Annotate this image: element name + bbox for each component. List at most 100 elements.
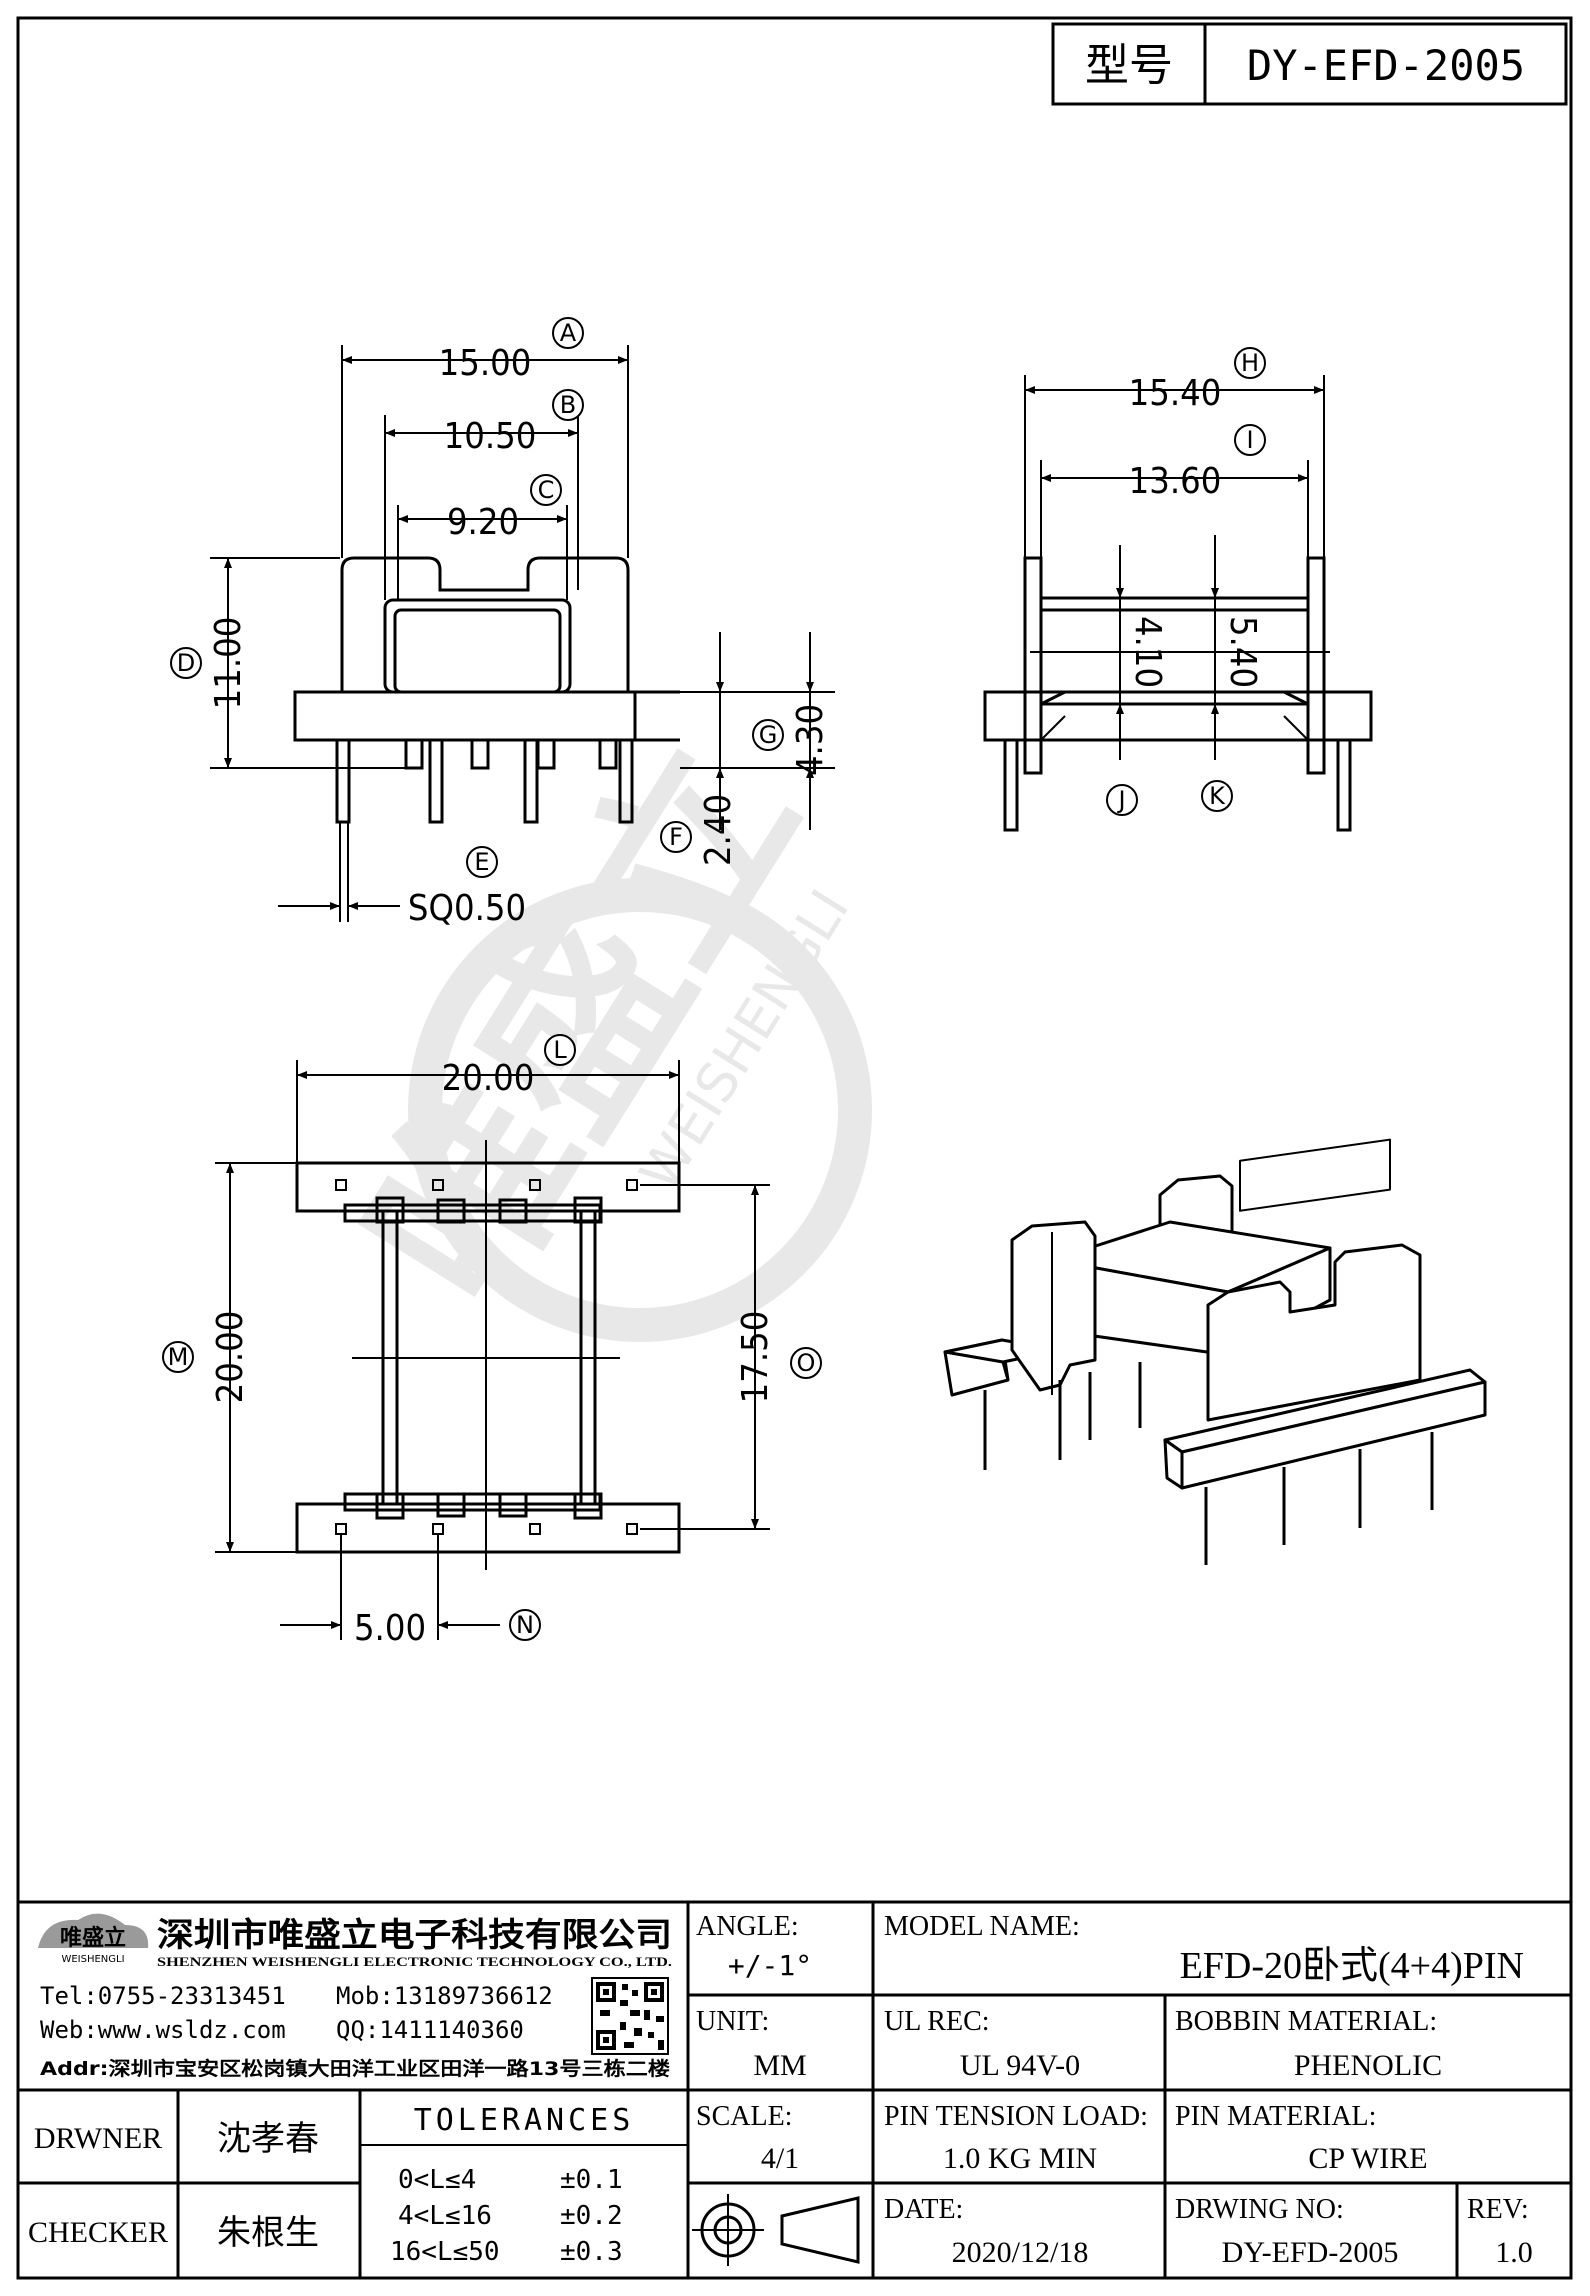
tolerance-value-2: ±0.2 [560, 2201, 623, 2231]
front-base-flange [293, 690, 637, 742]
pin-tension-value: 1.0 KG MIN [943, 2142, 1097, 2175]
tolerance-range-2: 4<L≤16 [398, 2201, 492, 2231]
marker-e: E [474, 848, 489, 876]
front-pins [335, 738, 634, 824]
model-label: 型号 [1085, 40, 1173, 91]
isometric-view [943, 1138, 1487, 1565]
ul-rec-value: UL 94V-0 [960, 2049, 1080, 2082]
marker-g: G [759, 721, 778, 749]
marker-c: C [538, 476, 555, 504]
unit-value: MM [753, 2049, 806, 2082]
side-dimensions [1024, 375, 1325, 760]
date-value: 2020/12/18 [952, 2236, 1089, 2269]
reference-marker-letters: A B C D E F G H I J K L M N O [168, 319, 1259, 1639]
date-label: DATE: [884, 2194, 963, 2225]
watermark: 唯盛立 WEISHENGLI [324, 708, 872, 1342]
front-top-flange [340, 556, 630, 692]
drawer-label: DRWNER [34, 2122, 162, 2155]
drawing-no-label: DRWING NO: [1175, 2194, 1344, 2225]
angle-label: ANGLE: [696, 1911, 799, 1942]
rev-value: 1.0 [1495, 2236, 1533, 2269]
tolerance-range-3: 16<L≤50 [390, 2237, 500, 2267]
dim-c-text: 9.20 [447, 502, 519, 543]
qr-code-icon [591, 1977, 669, 2055]
model-name-value: EFD-20卧式(4+4)PIN [1180, 1945, 1524, 1987]
pin-tension-label: PIN TENSION LOAD: [884, 2101, 1148, 2132]
dim-l-text: 20.00 [442, 1058, 535, 1099]
ul-rec-label: UL REC: [884, 2006, 990, 2037]
unit-label: UNIT: [696, 2006, 769, 2037]
company-web: Web:www.wsldz.com [40, 2016, 286, 2044]
spec-column-left: ANGLE: +/-1° UNIT: MM SCALE: 4/1 [692, 1911, 860, 2266]
front-dimensions [224, 356, 814, 910]
marker-m: M [168, 1343, 189, 1371]
dim-f-text: 2.40 [698, 794, 739, 866]
checker-value: 朱根生 [217, 2213, 319, 2253]
logo-en: WEISHENGLI [61, 1954, 124, 1965]
dim-e-text: SQ0.50 [408, 888, 526, 929]
company-mob: Mob:13189736612 [336, 1982, 553, 2010]
company-name-en: SHENZHEN WEISHENGLI ELECTRONIC TECHNOLOG… [157, 1954, 672, 1969]
bottom-dim-text: 20.00 20.00 17.50 5.00 [210, 1058, 776, 1649]
dim-g-text: 4.30 [790, 704, 831, 776]
marker-i: I [1246, 426, 1253, 454]
rev-label: REV: [1467, 2194, 1529, 2225]
pin-material-value: CP WIRE [1308, 2142, 1427, 2175]
company-address: Addr:深圳市宝安区松岗镇大田洋工业区田洋一路13号三栋二楼 [40, 2057, 670, 2080]
dim-i-text: 13.60 [1129, 461, 1222, 502]
bottom-dimensions [215, 1060, 770, 1640]
bottom-view [295, 1140, 681, 1570]
angle-value: +/-1° [728, 1949, 812, 1982]
marker-l: L [553, 1036, 567, 1064]
company-logo: 唯盛立 WEISHENGLI [38, 1913, 149, 1965]
marker-d: D [177, 649, 195, 677]
dim-d-text: 11.00 [208, 617, 249, 710]
tolerance-value-1: ±0.1 [560, 2165, 623, 2195]
people-and-tolerances: DRWNER 沈孝春 CHECKER 朱根生 TOLERANCES 0<L≤4 … [28, 2103, 635, 2267]
dim-n-text: 5.00 [354, 1608, 426, 1649]
watermark-ring [408, 878, 872, 1342]
marker-a: A [560, 319, 577, 347]
front-dim-text: 15.00 10.50 9.20 11.00 2.40 4.30 SQ0.50 [208, 343, 831, 929]
dim-j-text: 4.10 [1127, 616, 1168, 688]
sheet-border [16, 16, 1573, 2280]
side-dim-text: 15.40 13.60 4.10 5.40 [1127, 373, 1263, 688]
scale-label: SCALE: [696, 2101, 792, 2132]
dim-h-text: 15.40 [1129, 373, 1222, 414]
marker-j: J [1116, 786, 1125, 814]
projection-symbol-icon [692, 2194, 860, 2266]
dim-o-text: 17.50 [735, 1311, 776, 1404]
bottom-pin-pads [343, 1196, 603, 1520]
company-block: 唯盛立 WEISHENGLI 深圳市唯盛立电子科技有限公司 SHENZHEN W… [38, 1913, 672, 2080]
marker-h: H [1241, 349, 1259, 377]
logo-cn: 唯盛立 [60, 1925, 126, 1951]
scale-value: 4/1 [761, 2142, 799, 2175]
company-qq: QQ:1411140360 [336, 2016, 524, 2044]
drawer-value: 沈孝春 [217, 2119, 319, 2159]
company-name-cn: 深圳市唯盛立电子科技有限公司 [157, 1915, 672, 1954]
pin-material-label: PIN MATERIAL: [1175, 2101, 1376, 2132]
marker-f: F [669, 823, 683, 851]
dim-a-text: 15.00 [439, 343, 532, 384]
tolerances-label: TOLERANCES [414, 2103, 635, 2138]
reference-markers [162, 317, 1266, 1641]
model-header: 型号 DY-EFD-2005 [1051, 22, 1568, 106]
model-value: DY-EFD-2005 [1247, 41, 1525, 90]
drawing-no-value: DY-EFD-2005 [1222, 2236, 1399, 2269]
company-tel: Tel:0755-23313451 [40, 1982, 286, 2010]
marker-k: K [1209, 782, 1226, 810]
side-view [983, 556, 1373, 832]
marker-n: N [516, 1611, 534, 1639]
tolerance-value-3: ±0.3 [560, 2237, 623, 2267]
checker-label: CHECKER [28, 2216, 168, 2249]
spec-fields: MODEL NAME: EFD-20卧式(4+4)PIN UL REC: UL … [884, 1911, 1533, 2269]
bobbin-material-value: PHENOLIC [1294, 2049, 1442, 2082]
title-block [18, 1900, 1571, 2278]
dim-m-text: 20.00 [210, 1311, 251, 1404]
model-name-label: MODEL NAME: [884, 1911, 1080, 1942]
tolerance-range-1: 0<L≤4 [398, 2165, 476, 2195]
marker-b: B [560, 391, 576, 419]
dim-b-text: 10.50 [444, 416, 537, 457]
